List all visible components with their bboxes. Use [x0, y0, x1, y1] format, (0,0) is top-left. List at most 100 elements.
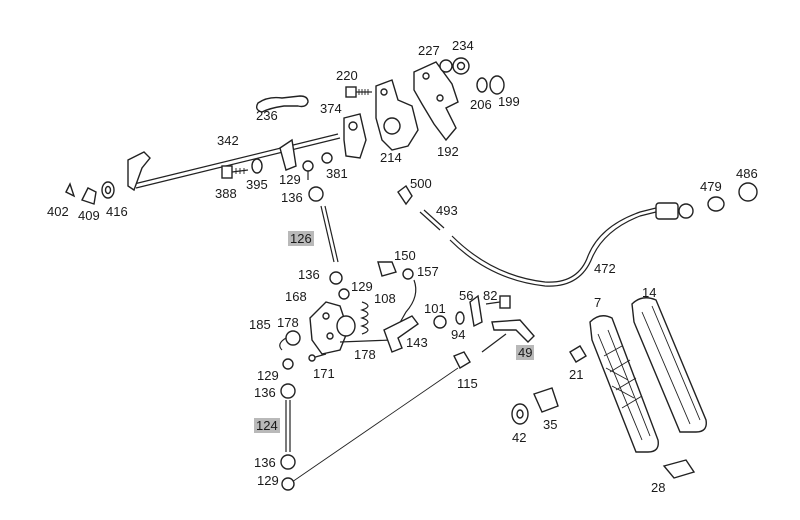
label-479: 479: [700, 179, 722, 194]
part-115-bushing: [453, 351, 471, 369]
label-500: 500: [410, 176, 432, 191]
part-56-bracket: [469, 294, 483, 328]
label-82: 82: [483, 288, 498, 303]
label-56: 56: [459, 288, 474, 303]
label-227: 227: [418, 43, 440, 58]
label-192: 192: [437, 144, 459, 159]
part-500-bushing: [397, 184, 413, 206]
label-206: 206: [470, 97, 492, 112]
label-143: 143: [406, 335, 428, 350]
label-493: 493: [436, 203, 458, 218]
label-234: 234: [452, 38, 474, 53]
label-402: 402: [47, 204, 69, 219]
part-150-bolt: [377, 261, 414, 280]
part-101-nut: [433, 315, 447, 329]
label-409: 409: [78, 208, 100, 223]
label-381: 381: [326, 166, 348, 181]
label-28: 28: [651, 480, 666, 495]
part-143-arm: [383, 315, 419, 353]
label-220: 220: [336, 68, 358, 83]
label-49-highlighted: 49: [516, 345, 535, 360]
part-342-rod: [133, 133, 339, 185]
part-388-bolt: [221, 165, 249, 179]
part-129-lower-ball: [282, 358, 294, 370]
label-21: 21: [569, 367, 584, 382]
label-374: 374: [320, 101, 342, 116]
part-157-spring: [397, 279, 417, 327]
label-178-left: 178: [277, 315, 299, 330]
label-168: 168: [285, 289, 307, 304]
part-395-washer: [251, 158, 263, 174]
part-178-bushing: [336, 315, 356, 337]
label-395: 395: [246, 177, 268, 192]
part-129-bottom-ball: [281, 477, 295, 491]
part-126-rod: [320, 205, 335, 263]
part-479-grommet: [707, 196, 725, 212]
label-124-highlighted: 124: [254, 418, 280, 433]
part-49-lever: [491, 319, 535, 343]
part-185-clip: [279, 337, 287, 351]
part-178-lower-bushing: [285, 330, 301, 346]
part-136-top-nut: [308, 186, 324, 202]
part-199-nut: [489, 75, 505, 95]
label-416: 416: [106, 204, 128, 219]
label-136-bottom: 136: [254, 455, 276, 470]
label-472: 472: [594, 261, 616, 276]
part-220-screw: [345, 86, 372, 98]
label-136-lower: 136: [254, 385, 276, 400]
part-136-mid-nut: [329, 271, 343, 285]
part-486-cap: [738, 182, 758, 202]
part-28-clip: [662, 459, 696, 479]
part-108-spring: [360, 301, 369, 335]
part-136-lower-nut: [280, 383, 296, 399]
part-129-top-ball: [302, 160, 314, 172]
label-7: 7: [594, 295, 602, 310]
part-472-cable: [449, 211, 657, 287]
connector-line: [291, 367, 459, 483]
label-342: 342: [217, 133, 239, 148]
label-129-top: 129: [279, 172, 301, 187]
part-206-washer: [476, 77, 488, 93]
label-388: 388: [215, 186, 237, 201]
part-7-pedal: [589, 315, 659, 453]
part-236-link: [255, 95, 309, 113]
label-157: 157: [417, 264, 439, 279]
label-108: 108: [374, 291, 396, 306]
label-171: 171: [313, 366, 335, 381]
label-94: 94: [451, 327, 466, 342]
label-129-bottom: 129: [257, 473, 279, 488]
label-126-highlighted: 126: [288, 231, 314, 246]
label-115: 115: [457, 376, 478, 391]
label-136-mid: 136: [298, 267, 320, 282]
part-381-ball: [321, 152, 333, 164]
part-94-washer: [455, 311, 465, 325]
label-129-mid: 129: [351, 279, 373, 294]
label-178-mid: 178: [354, 347, 376, 362]
label-129-lower: 129: [257, 368, 279, 383]
part-136-bottom-nut: [280, 454, 296, 470]
part-129-mid-ball: [338, 288, 350, 300]
label-214: 214: [380, 150, 402, 165]
part-493-pin: [419, 211, 441, 231]
part-227-nut: [439, 59, 453, 73]
label-486: 486: [736, 166, 758, 181]
label-236: 236: [256, 108, 278, 123]
part-192-bracket: [413, 61, 459, 142]
label-35: 35: [543, 417, 558, 432]
label-150: 150: [394, 248, 416, 263]
label-42: 42: [512, 430, 527, 445]
label-136-top: 136: [281, 190, 303, 205]
part-168-lever: [309, 301, 349, 355]
label-199: 199: [498, 94, 520, 109]
part-35-bushing: [533, 387, 559, 413]
part-402-clip: [65, 182, 76, 198]
part-21-clip: [569, 345, 587, 363]
part-82-screw: [485, 295, 511, 309]
label-14: 14: [642, 285, 657, 300]
label-185: 185: [249, 317, 271, 332]
label-101: 101: [424, 301, 446, 316]
part-374-block: [343, 113, 367, 159]
part-409-bracket: [81, 187, 97, 205]
